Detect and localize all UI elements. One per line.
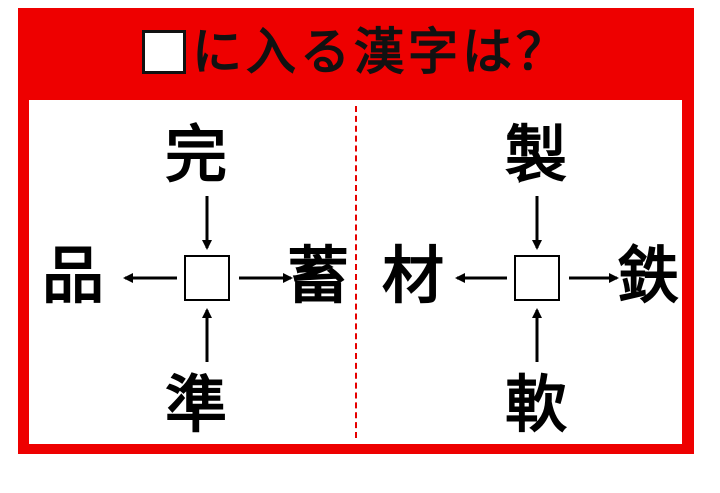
title-text: に入る漢字は？ [192, 23, 570, 81]
puzzle-1-bottom-kanji: 準 [164, 368, 227, 441]
puzzle-1-top-kanji: 完 [164, 118, 227, 191]
title-bar: に入る漢字は？ [18, 8, 694, 96]
puzzle-2-top-kanji: 製 [504, 118, 567, 191]
arrows-layer [123, 196, 619, 362]
dashed-divider [355, 106, 357, 438]
puzzle-1-answer-box[interactable] [184, 255, 230, 301]
puzzle-1-right-kanji: 蓄 [286, 239, 349, 312]
blank-square-icon [142, 30, 186, 74]
puzzle-1-left-kanji: 品 [41, 239, 104, 312]
puzzle-frame: に入る漢字は？ 完 品 蓄 準 製 材 鉄 軟 [18, 8, 694, 454]
puzzle-2-left-kanji: 材 [381, 239, 444, 312]
puzzle-2-right-kanji: 鉄 [616, 239, 679, 312]
puzzle-panel: 完 品 蓄 準 製 材 鉄 軟 [29, 100, 682, 444]
puzzle-2-bottom-kanji: 軟 [504, 368, 567, 441]
puzzle-2-answer-box[interactable] [514, 255, 560, 301]
